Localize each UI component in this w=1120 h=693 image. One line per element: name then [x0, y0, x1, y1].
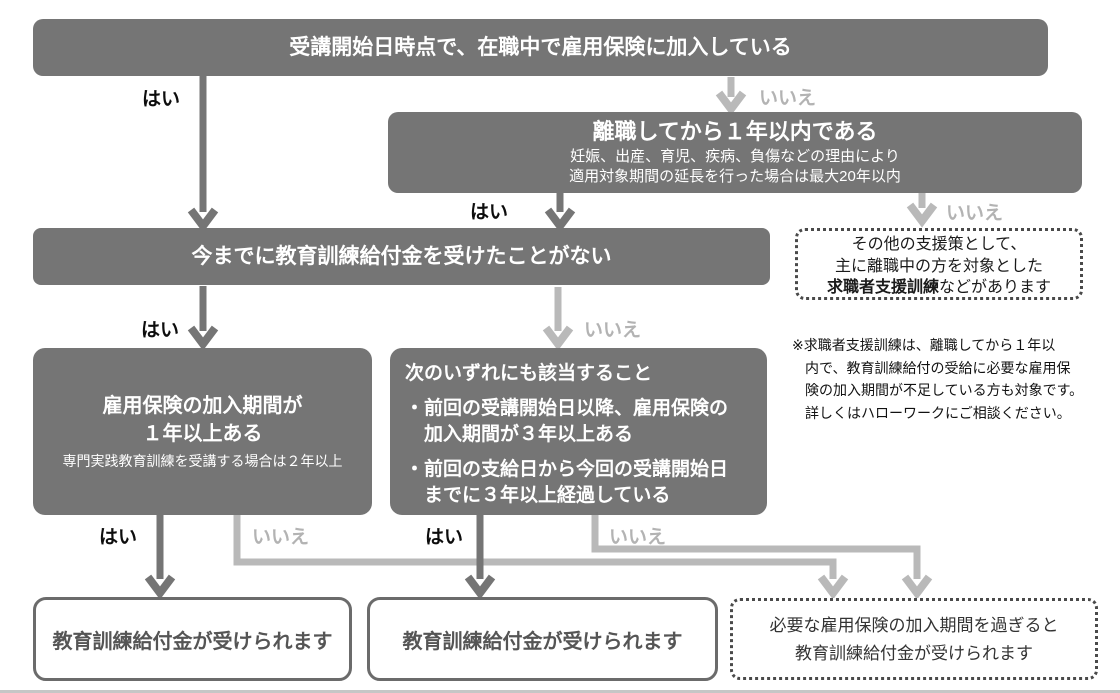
side-box-line2: 主に離職中の方を対象とした — [834, 257, 1043, 275]
question-insured-one-year-sub: 専門実践教育訓練を受講する場合は２年以上 — [62, 453, 343, 469]
side-box-line3-bold: 求職者支援訓練 — [826, 279, 939, 296]
question-never-received-text: 今までに教育訓練給付金を受けたことがない — [191, 245, 612, 268]
arrowhead-yes-q5 — [464, 574, 496, 600]
question-insured-one-year: 雇用保険の加入期間が １年以上ある 専門実践教育訓練を受講する場合は２年以上 — [33, 348, 372, 515]
question-both-conditions-bullet1: ・前回の受講開始日以降、雇用保険の 加入期間が３年以上ある — [405, 396, 759, 448]
question-insured-one-year-line2: １年以上ある — [142, 423, 263, 445]
arrowhead-yes-q1 — [187, 207, 219, 233]
side-box-support-training: その他の支援策として、 主に離職中の方を対象とした 求職者支援訓練などがあります — [795, 228, 1083, 300]
label-no-q2: いいえ — [946, 203, 1004, 224]
result-box-eligible-1-text: 教育訓練給付金が受けられます — [52, 630, 333, 653]
label-yes-q5: はい — [425, 527, 464, 548]
question-employed-insured: 受講開始日時点で、在職中で雇用保険に加入している — [33, 19, 1048, 76]
arrowhead-no-q2 — [906, 202, 938, 228]
arrowhead-no-q3 — [542, 325, 574, 351]
result-box-eligible-2-text: 教育訓練給付金が受けられます — [402, 630, 683, 653]
result-box-eligible-1: 教育訓練給付金が受けられます — [33, 597, 352, 681]
footnote-line1: ※求職者支援訓練は、離職してから１年以 — [792, 337, 1056, 353]
arrowhead-no-q5 — [901, 574, 933, 600]
footnote-line3: 険の加入期間が不足している方も対象です。 — [805, 382, 1084, 398]
result-box-after-period-line2: 教育訓練給付金が受けられます — [795, 644, 1033, 663]
label-yes-q4: はい — [99, 527, 138, 548]
footnote-support-training: ※求職者支援訓練は、離職してから１年以 内で、教育訓練給付の受給に必要な雇用保 … — [792, 334, 1120, 424]
result-box-eligible-2: 教育訓練給付金が受けられます — [367, 597, 718, 681]
side-box-line3: 求職者支援訓練などがあります — [798, 277, 1080, 299]
side-box-line3-rest: などがあります — [939, 279, 1052, 296]
label-no-q5: いいえ — [609, 527, 667, 548]
footnote-line2: 内で、教育訓練給付の受給に必要な雇用保 — [805, 359, 1071, 376]
label-no-q3: いいえ — [584, 320, 642, 341]
label-no-q1: いいえ — [759, 88, 817, 109]
arrowhead-yes-q3 — [187, 325, 219, 351]
arrowhead-no-q4 — [817, 574, 849, 600]
label-yes-q1: はい — [142, 89, 181, 110]
arrow-no-q4-to-result3 — [233, 513, 837, 579]
bullet2-line2: までに３年以上経過している — [424, 485, 671, 506]
label-yes-q2: はい — [470, 202, 509, 223]
label-no-q4: いいえ — [252, 527, 310, 548]
question-within-one-year-title: 離職してから１年以内である — [592, 119, 878, 144]
question-within-one-year-sub1: 妊娠、出産、育児、疾病、負傷などの理由により — [570, 148, 900, 165]
result-box-after-period: 必要な雇用保険の加入期間を過ぎると 教育訓練給付金が受けられます — [730, 598, 1098, 680]
side-box-line1: その他の支援策として、 — [851, 236, 1027, 253]
question-both-conditions-bullet2: ・前回の支給日から今回の受講開始日 までに３年以上経過している — [405, 457, 759, 509]
arrowhead-yes-q4 — [144, 574, 176, 600]
arrowhead-no-q1 — [715, 90, 747, 116]
question-employed-insured-text: 受講開始日時点で、在職中で雇用保険に加入している — [289, 36, 792, 59]
question-within-one-year: 離職してから１年以内である 妊娠、出産、育児、疾病、負傷などの理由により 適用対… — [388, 112, 1082, 193]
arrowhead-yes-q2 — [544, 207, 576, 233]
question-within-one-year-sub2: 適用対象期間の延長を行った場合は最大20年以内 — [569, 168, 901, 185]
bullet1-line2: 加入期間が３年以上ある — [424, 424, 634, 445]
question-both-conditions-title: 次のいずれにも該当すること — [405, 363, 653, 384]
question-insured-one-year-line1: 雇用保険の加入期間が — [102, 395, 303, 417]
bottom-divider — [0, 690, 1120, 693]
result-box-after-period-line1: 必要な雇用保険の加入期間を過ぎると — [769, 616, 1059, 635]
bullet2-line1: ・前回の支給日から今回の受講開始日 — [405, 459, 729, 480]
question-never-received: 今までに教育訓練給付金を受けたことがない — [33, 228, 770, 285]
bullet1-line1: ・前回の受講開始日以降、雇用保険の — [405, 398, 729, 419]
footnote-line4: 詳しくはハローワークにご相談ください。 — [805, 404, 1071, 421]
question-both-conditions: 次のいずれにも該当すること ・前回の受講開始日以降、雇用保険の 加入期間が３年以… — [390, 348, 767, 515]
label-yes-q3: はい — [141, 320, 180, 341]
